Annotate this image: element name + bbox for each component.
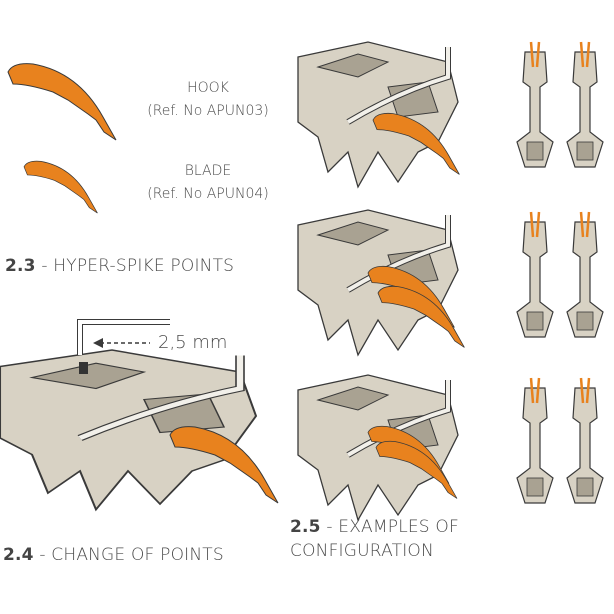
- topview-2b: [565, 210, 605, 339]
- section-number: 2.4: [3, 545, 34, 565]
- config-example-1: [298, 42, 459, 187]
- change-points-illustration: [0, 319, 279, 510]
- config-example-2: [298, 210, 465, 355]
- topview-1a: [515, 40, 555, 169]
- blade-ref: (Ref. No APUN04): [147, 186, 269, 202]
- blade-point-illustration: [23, 160, 98, 214]
- section-title: - HYPER-SPIKE POINTS: [35, 256, 235, 276]
- section-title: - EXAMPLES OF: [320, 517, 459, 537]
- topview-2a: [515, 210, 555, 339]
- section-2-3-heading: 2.3 - HYPER-SPIKE POINTS: [5, 256, 234, 276]
- configuration-examples: [298, 40, 605, 520]
- topview-1b: [565, 40, 605, 169]
- section-title: - CHANGE OF POINTS: [33, 545, 224, 565]
- hex-wrench-icon: [77, 319, 170, 355]
- section-2-5-heading: 2.5 - EXAMPLES OF: [290, 517, 459, 537]
- screw-icon: [79, 362, 88, 374]
- wrench-size-label: 2,5 mm: [158, 332, 228, 353]
- section-2-5-heading-line2: CONFIGURATION: [290, 541, 434, 561]
- hook-point-illustration: [7, 63, 117, 141]
- section-number: 2.5: [290, 517, 321, 537]
- topview-3a: [515, 376, 555, 505]
- topview-3b: [565, 376, 605, 505]
- hook-ref: (Ref. No APUN03): [147, 103, 269, 119]
- blade-label: BLADE: [184, 163, 232, 179]
- section-2-4-heading: 2.4 - CHANGE OF POINTS: [3, 545, 224, 565]
- section-number: 2.3: [5, 256, 36, 276]
- hook-label: HOOK: [187, 80, 229, 96]
- config-example-3: [298, 375, 458, 520]
